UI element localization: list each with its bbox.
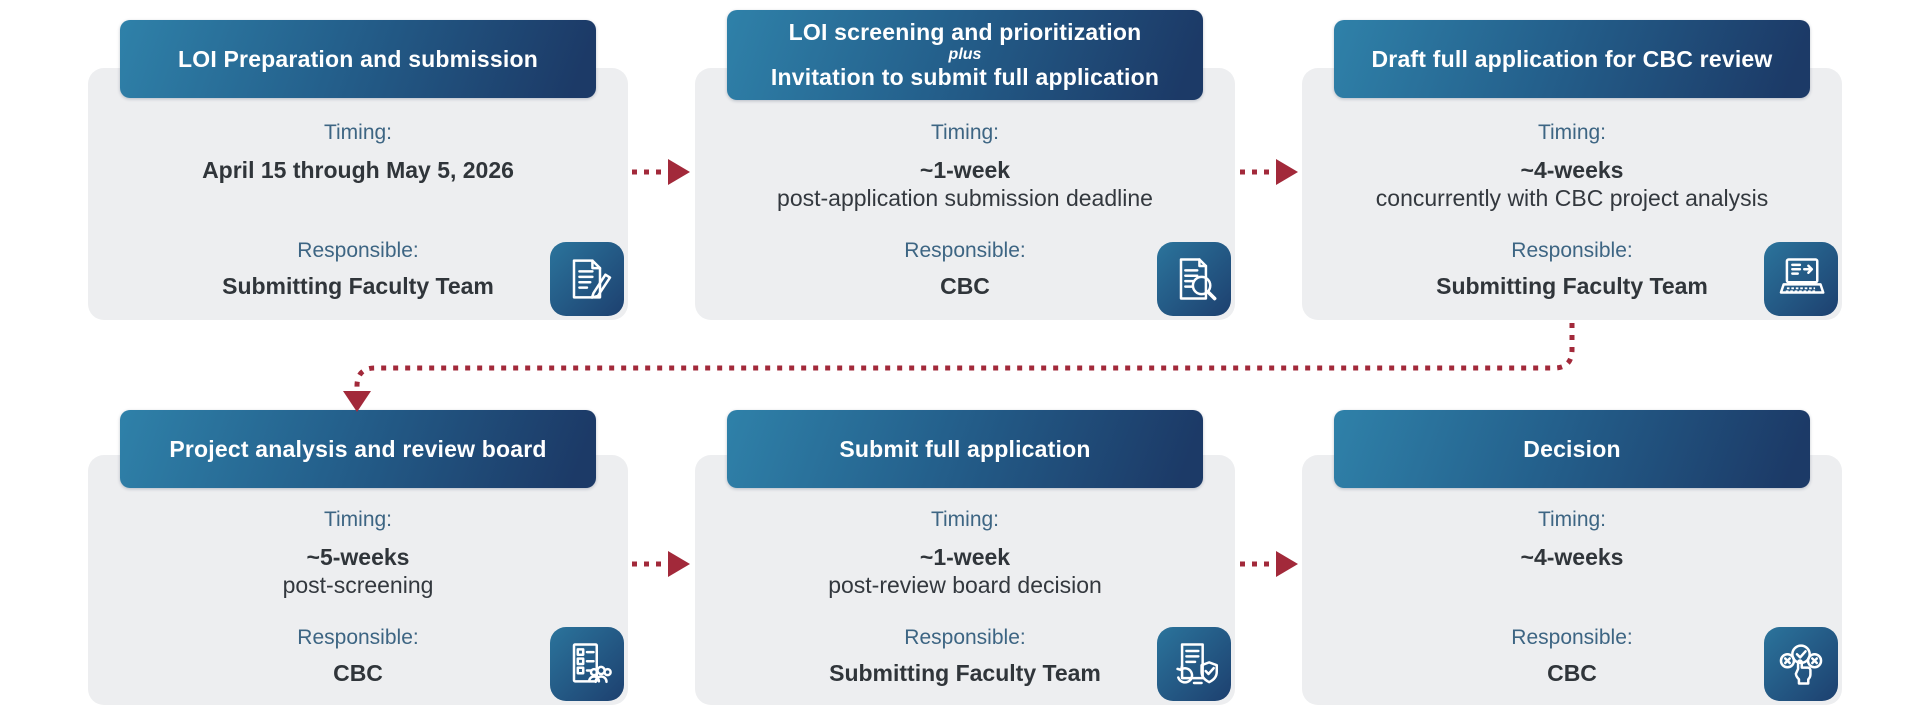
timing-note: post-review board decision xyxy=(828,572,1102,598)
timing-note: post-application submission deadline xyxy=(777,185,1153,211)
stage-title: Draft full application for CBC review xyxy=(1371,45,1773,72)
stage-header: LOI Preparation and submission xyxy=(120,20,596,98)
timing-label: Timing: xyxy=(323,121,393,144)
stage-card-loi-preparation: Timing: April 15 through May 5, 2026 Res… xyxy=(88,10,628,320)
stage-body: Timing: ~4-weeks Responsible: CBC xyxy=(1302,455,1842,705)
timing-label: Timing: xyxy=(930,508,1000,531)
responsible-label: Responsible: xyxy=(297,239,419,262)
timing-value: ~1-week xyxy=(919,157,1011,183)
timing-value: ~4-weeks xyxy=(1520,157,1624,183)
timing-label: Timing: xyxy=(1537,508,1607,531)
stage-header: Submit full application xyxy=(727,410,1203,488)
stage-body: Timing: ~1-week post-review board decisi… xyxy=(695,455,1235,705)
stage-title: LOI Preparation and submission xyxy=(177,45,538,72)
connector-arrow-stage2-stage3 xyxy=(1240,159,1298,185)
timing-label: Timing: xyxy=(930,121,1000,144)
stage-card-project-analysis: Timing: ~5-weeks post-screening Responsi… xyxy=(88,410,628,705)
stage-title: Submit full application xyxy=(839,435,1091,462)
stage-body: Timing: ~1-week post-application submiss… xyxy=(695,68,1235,320)
laptop-document-icon xyxy=(1764,242,1838,316)
stage-title: Project analysis and review board xyxy=(169,435,547,462)
timing-block: ~4-weeks xyxy=(1302,541,1842,599)
timing-note: concurrently with CBC project analysis xyxy=(1375,185,1769,211)
stage-card-decision: Timing: ~4-weeks Responsible: CBC xyxy=(1302,410,1842,705)
connector-arrow-stage5-stage6 xyxy=(1240,551,1298,577)
decision-hand-icon xyxy=(1764,627,1838,701)
checklist-people-icon xyxy=(550,627,624,701)
stage-header: Project analysis and review board xyxy=(120,410,596,488)
stage-body: Timing: ~4-weeks concurrently with CBC p… xyxy=(1302,68,1842,320)
document-pencil-icon xyxy=(550,242,624,316)
connector-arrow-stage4-stage5 xyxy=(632,551,690,577)
timing-note: post-screening xyxy=(282,572,434,598)
stage-body: Timing: ~5-weeks post-screening Responsi… xyxy=(88,455,628,705)
responsible-value: CBC xyxy=(333,660,383,686)
responsible-label: Responsible: xyxy=(1511,239,1633,262)
stage-card-submit-application: Timing: ~1-week post-review board decisi… xyxy=(695,410,1235,705)
stage-title: LOI screening and prioritization xyxy=(788,19,1142,45)
timing-label: Timing: xyxy=(1537,121,1607,144)
stage-title: Decision xyxy=(1523,435,1621,462)
connector-arrow-stage3-stage4 xyxy=(343,323,1575,412)
responsible-label: Responsible: xyxy=(904,626,1026,649)
responsible-value: CBC xyxy=(940,273,990,299)
responsible-value: CBC xyxy=(1547,660,1597,686)
stage-body: Timing: April 15 through May 5, 2026 Res… xyxy=(88,68,628,320)
stage-header: Draft full application for CBC review xyxy=(1334,20,1810,98)
responsible-value: Submitting Faculty Team xyxy=(829,660,1101,686)
timing-block: ~4-weeks concurrently with CBC project a… xyxy=(1302,154,1842,212)
stage-card-loi-screening: Timing: ~1-week post-application submiss… xyxy=(695,10,1235,320)
responsible-value: Submitting Faculty Team xyxy=(222,273,494,299)
responsible-label: Responsible: xyxy=(904,239,1026,262)
document-magnifier-icon xyxy=(1157,242,1231,316)
timing-block: ~5-weeks post-screening xyxy=(88,541,628,599)
stage-header: Decision xyxy=(1334,410,1810,488)
connector-arrow-stage1-stage2 xyxy=(632,159,690,185)
timing-label: Timing: xyxy=(323,508,393,531)
stage-card-draft-application: Timing: ~4-weeks concurrently with CBC p… xyxy=(1302,10,1842,320)
document-shield-check-icon xyxy=(1157,627,1231,701)
responsible-label: Responsible: xyxy=(1511,626,1633,649)
timing-value: April 15 through May 5, 2026 xyxy=(202,157,514,183)
responsible-value: Submitting Faculty Team xyxy=(1436,273,1708,299)
timing-value: ~1-week xyxy=(919,544,1011,570)
timing-block: ~1-week post-application submission dead… xyxy=(695,154,1235,212)
timing-value: ~4-weeks xyxy=(1520,544,1624,570)
stage-title-plus: plus xyxy=(948,46,982,63)
stage-header: LOI screening and prioritization plus In… xyxy=(727,10,1203,100)
timing-block: ~1-week post-review board decision xyxy=(695,541,1235,599)
stage-title-line2: Invitation to submit full application xyxy=(770,64,1160,90)
responsible-label: Responsible: xyxy=(297,626,419,649)
timing-value: ~5-weeks xyxy=(306,544,410,570)
timing-block: April 15 through May 5, 2026 xyxy=(88,154,628,212)
